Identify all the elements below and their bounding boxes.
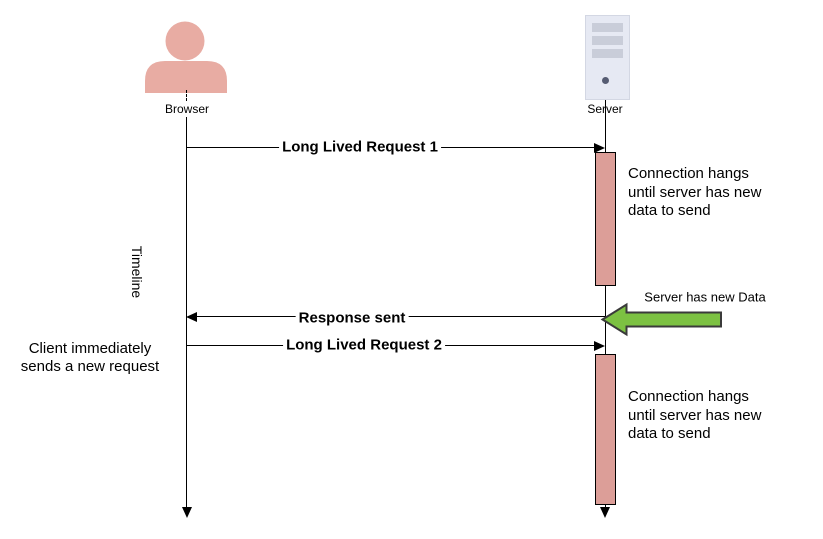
browser-label: Browser [161, 102, 213, 116]
note-line: until server has new [628, 183, 762, 201]
note-line: Connection hangs [628, 388, 749, 405]
note-client-immediately: Client immediately sends a new request [21, 340, 159, 376]
message-label-request2: Long Lived Request 2 [283, 336, 445, 354]
note-connection-hangs-2: Connection hangs until server has new da… [628, 388, 761, 444]
server-drive-bar [592, 23, 623, 32]
request2-arrowhead-icon [594, 341, 605, 351]
message-label-request1: Long Lived Request 1 [279, 138, 441, 156]
timeline-label: Timeline [129, 245, 145, 299]
annotation-server-has-new-data: Server has new Data [644, 289, 766, 305]
activation-bar-2 [595, 354, 616, 505]
note-line: sends a new request [20, 358, 160, 375]
note-line: data to send [628, 425, 711, 442]
lifeline-server [604, 100, 606, 507]
lifeline-server-arrowhead-icon [600, 507, 610, 518]
server-drive-bar [592, 36, 623, 45]
server-power-dot [602, 77, 609, 84]
note-line: until server has new [628, 406, 762, 424]
note-connection-hangs-1: Connection hangs until server has new da… [628, 165, 761, 221]
request1-arrowhead-icon [594, 143, 605, 153]
activation-bar-1 [595, 152, 616, 286]
server-drive-bar [592, 49, 623, 58]
message-label-response: Response sent [295, 309, 409, 327]
note-line: data to send [628, 202, 711, 219]
lifeline-browser-dashed [186, 90, 187, 101]
server-data-green-arrow-icon [600, 302, 722, 337]
note-line: Client immediately [28, 340, 152, 357]
note-line: Connection hangs [628, 165, 749, 182]
browser-person-icon [145, 21, 227, 93]
lifeline-browser-arrowhead-icon [182, 507, 192, 518]
response-arrowhead-icon [186, 312, 197, 322]
server-icon [585, 15, 630, 100]
